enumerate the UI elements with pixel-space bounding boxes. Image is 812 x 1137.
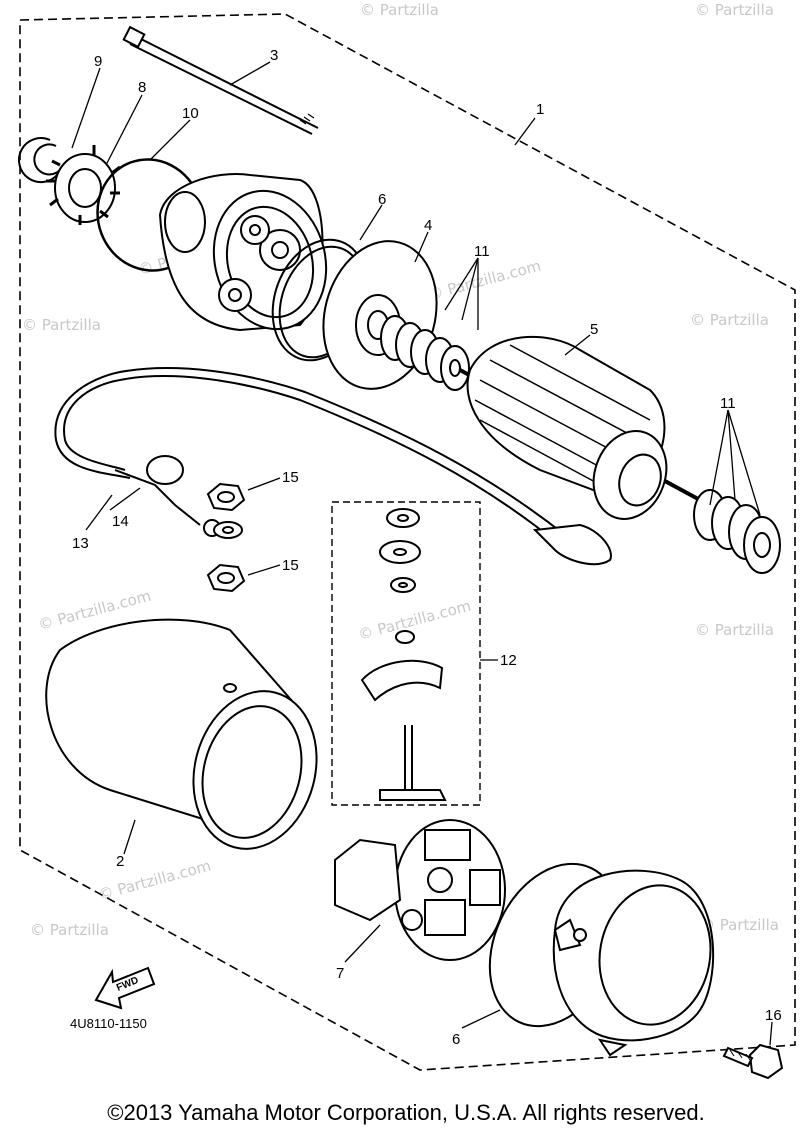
callout-8: 8: [138, 79, 146, 96]
callout-13: 13: [72, 535, 89, 552]
callout-4: 4: [424, 217, 432, 234]
callout-5: 5: [590, 321, 598, 338]
front-cover-housing: [158, 173, 328, 332]
callouts: 1 2 3 4 5 6 6 7 8 9 10 11 11 12 13 14 15…: [72, 47, 782, 1048]
watermark: © Partzilla: [690, 311, 769, 329]
armature-5: [459, 335, 701, 520]
callout-11a: 11: [474, 243, 490, 260]
yoke-2: [45, 618, 318, 850]
brush-holder-set-box: [331, 501, 481, 806]
washer-set-11-upper: [380, 315, 470, 391]
watermark: © Partzilla: [695, 1, 774, 19]
watermark: © Partzilla.com: [96, 857, 212, 904]
callout-7: 7: [336, 965, 344, 982]
bolt-16: [722, 1043, 784, 1080]
watermark: © Partzilla: [695, 621, 774, 639]
callout-15a: 15: [282, 469, 299, 486]
callout-12: 12: [500, 652, 517, 669]
through-bolt-3: [122, 25, 319, 135]
callout-10: 10: [182, 105, 199, 122]
leader-lines: [71, 61, 773, 1046]
assembly-boundary: [19, 13, 796, 1071]
watermark: © Partzilla: [700, 916, 779, 934]
callout-14: 14: [112, 513, 129, 530]
watermark: © Partzilla.com: [426, 257, 542, 304]
callout-2: 2: [116, 853, 124, 870]
brush-holder-7: [334, 819, 506, 961]
rear-cover: [552, 869, 715, 1057]
callout-9: 9: [94, 53, 102, 70]
fwd-arrow-icon: FWD: [94, 966, 156, 1010]
callout-3: 3: [270, 47, 278, 64]
callout-11b: 11: [720, 395, 736, 412]
snap-ring-9: [18, 137, 61, 184]
callout-6b: 6: [452, 1031, 460, 1048]
watermark: © Partzilla: [30, 921, 109, 939]
callout-1: 1: [536, 101, 544, 118]
callout-6a: 6: [378, 191, 386, 208]
nut-washer-set-15: [206, 482, 246, 593]
watermark: © Partzilla: [360, 1, 439, 19]
callout-15b: 15: [282, 557, 299, 574]
pinion-gear-8: [46, 145, 121, 225]
callout-16: 16: [765, 1007, 782, 1024]
washer-set-11-lower: [693, 489, 781, 574]
watermark: © Partzilla: [22, 316, 101, 334]
diagram-part-code: 4U8110-1150: [70, 1016, 147, 1031]
terminal-bolt-set-12: [360, 508, 447, 801]
copyright-footer: ©2013 Yamaha Motor Corporation, U.S.A. A…: [107, 1100, 705, 1125]
